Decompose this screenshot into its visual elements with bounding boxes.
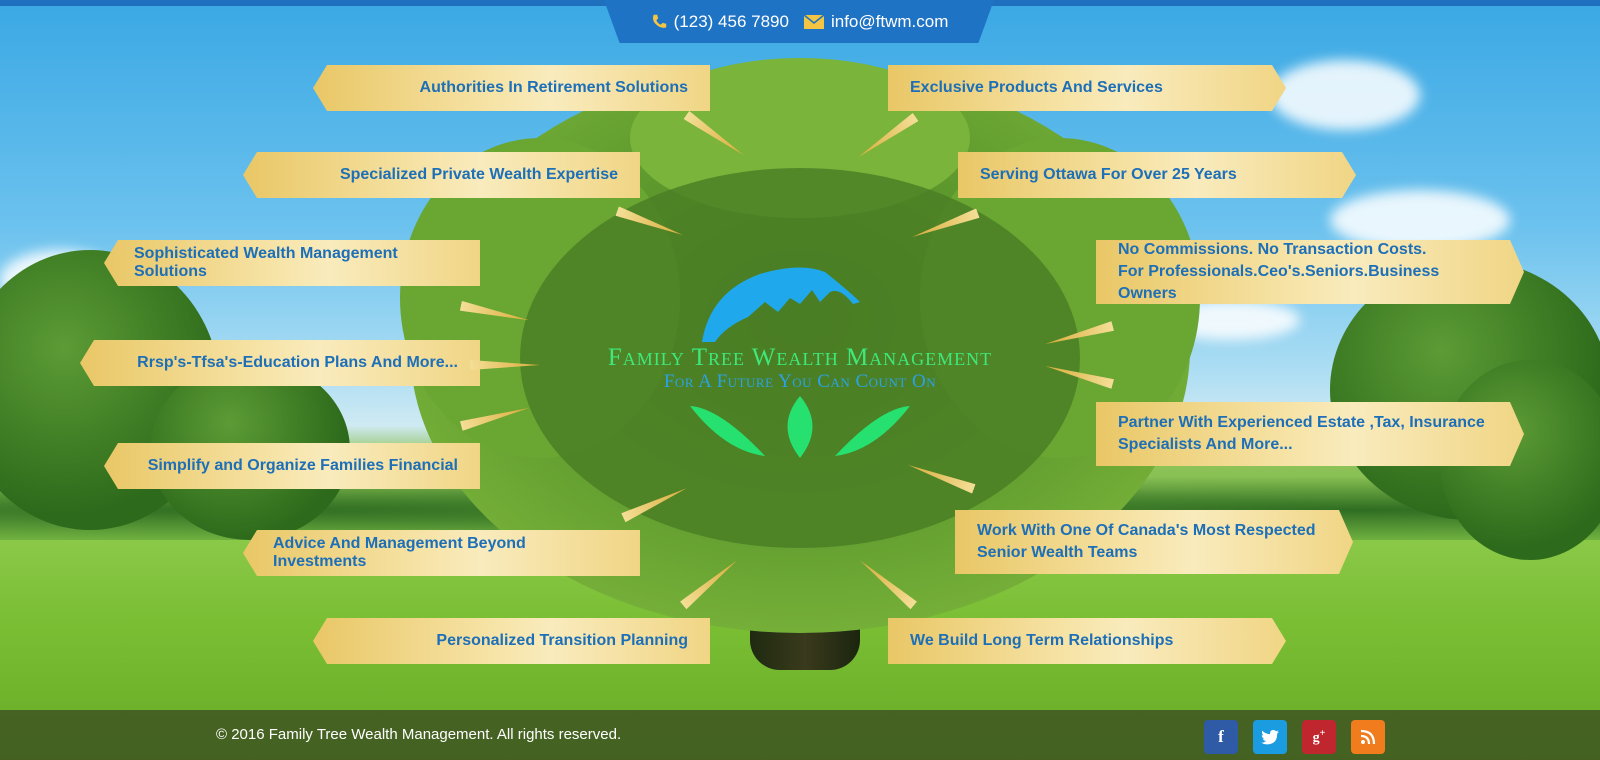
ribbon-text: Authorities In Retirement Solutions	[419, 79, 688, 96]
ribbon-left: Authorities In Retirement Solutions	[313, 65, 710, 111]
connector-ray	[470, 360, 540, 370]
ribbon-text: Exclusive Products And Services	[910, 79, 1163, 96]
google-plus-button[interactable]: g+	[1302, 720, 1336, 754]
email-contact[interactable]: info@ftwm.com	[803, 12, 948, 32]
rss-icon	[1360, 729, 1376, 745]
phone-icon	[652, 14, 666, 28]
ribbon-text: Serving Ottawa For Over 25 Years	[980, 166, 1237, 183]
ribbon-left: Personalized Transition Planning	[313, 618, 710, 664]
ribbon-text-line1: Work With One Of Canada's Most Respected	[977, 522, 1316, 539]
envelope-icon	[803, 13, 825, 29]
ribbon-text: Personalized Transition Planning	[436, 632, 688, 649]
ribbon-text: Specialized Private Wealth Expertise	[339, 166, 618, 183]
ribbon-left: Simplify and Organize Families Financial	[104, 443, 480, 489]
phone-number[interactable]: (123) 456 7890	[673, 11, 789, 31]
ribbon-right: Partner With Experienced Estate ,Tax, In…	[1096, 402, 1524, 466]
ribbon-text-line1: Partner With Experienced Estate ,Tax, In…	[1118, 414, 1485, 431]
leaves-icon	[690, 396, 910, 458]
ribbon-left: Specialized Private Wealth Expertise	[243, 152, 640, 198]
twitter-icon	[1261, 729, 1279, 744]
mountain-icon	[702, 267, 860, 342]
ribbon-text-line2: Senior Wealth Teams	[977, 544, 1138, 561]
ribbon-right: Serving Ottawa For Over 25 Years	[958, 152, 1356, 198]
ribbon-text: Advice And Management Beyond Investments	[273, 535, 526, 570]
cloud	[1270, 60, 1420, 130]
ribbon-right: No Commissions. No Transaction Costs. Fo…	[1096, 240, 1524, 304]
brand-name: Family Tree Wealth Management	[607, 344, 993, 371]
copyright-text: © 2016 Family Tree Wealth Management. Al…	[216, 726, 622, 743]
google-plus-icon: g+	[1312, 727, 1326, 746]
facebook-icon: f	[1218, 727, 1224, 746]
ribbon-text-line1: No Commissions. No Transaction Costs.	[1118, 241, 1427, 258]
ribbon-text: Sophisticated Wealth Management Solution…	[134, 245, 398, 280]
ribbon-text: We Build Long Term Relationships	[910, 632, 1174, 649]
ribbon-left: Sophisticated Wealth Management Solution…	[104, 240, 480, 286]
ribbon-text-line2: For Professionals.Ceo's.Seniors.Business…	[1118, 263, 1440, 302]
ribbon-left: Advice And Management Beyond Investments	[243, 530, 640, 576]
tree-canopy	[400, 58, 1200, 633]
phone-contact[interactable]: (123) 456 7890	[650, 12, 789, 32]
brand-tagline: For A Future You Can Count On	[663, 371, 937, 392]
ribbon-left: Rrsp's-Tfsa's-Education Plans And More..…	[80, 340, 480, 386]
rss-button[interactable]	[1351, 720, 1385, 754]
ribbon-text-line2: Specialists And More...	[1118, 436, 1293, 453]
facebook-button[interactable]: f	[1204, 720, 1238, 754]
email-address[interactable]: info@ftwm.com	[830, 11, 949, 31]
ribbon-right: Exclusive Products And Services	[888, 65, 1286, 111]
contact-bar: (123) 456 7890 info@ftwm.com	[604, 0, 994, 43]
twitter-button[interactable]	[1253, 720, 1287, 754]
ribbon-right: Work With One Of Canada's Most Respected…	[955, 510, 1353, 574]
ribbon-text: Simplify and Organize Families Financial	[147, 457, 458, 474]
ribbon-text: Rrsp's-Tfsa's-Education Plans And More..…	[137, 354, 458, 371]
brand-logo[interactable]: Family Tree Wealth Management For A Futu…	[550, 262, 1050, 472]
ribbon-right: We Build Long Term Relationships	[888, 618, 1286, 664]
